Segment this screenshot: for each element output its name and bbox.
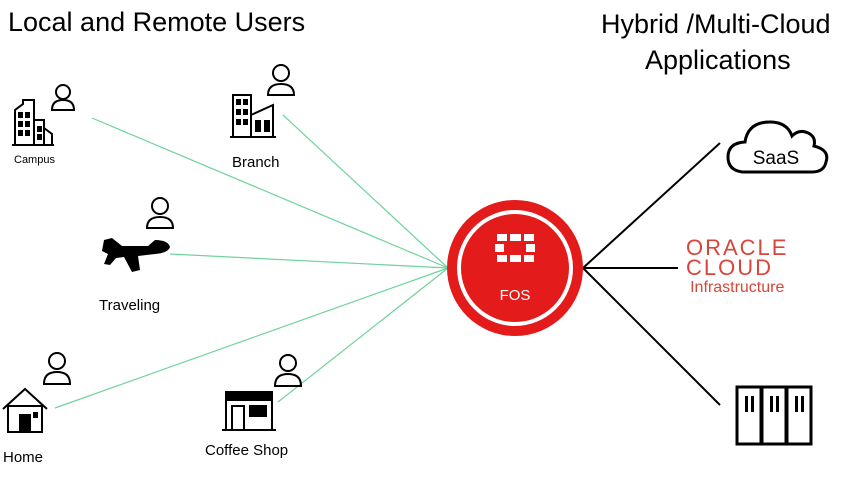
link-saas	[582, 142, 721, 269]
oracle-line1: ORACLE	[686, 235, 789, 260]
link-servers	[582, 267, 721, 406]
link-campus	[91, 117, 449, 269]
person-icon	[42, 352, 72, 385]
building-icon	[230, 94, 276, 138]
left-title: Local and Remote Users	[8, 7, 306, 37]
fos-hub[interactable]: FOS	[447, 200, 583, 336]
server-icon	[735, 385, 813, 446]
link-branch	[282, 114, 449, 269]
cloud-icon	[726, 120, 829, 174]
home-site	[2, 352, 72, 433]
traveling-site	[102, 197, 175, 272]
shop-icon	[222, 391, 276, 431]
campus-label: Campus	[14, 154, 55, 166]
person-icon	[266, 64, 296, 96]
link-traveling	[169, 253, 449, 269]
home-label: Home	[3, 449, 44, 466]
campus-site	[12, 84, 76, 146]
airplane-icon	[102, 238, 170, 272]
coffee-shop-label: Coffee Shop	[205, 442, 289, 459]
traveling-label: Traveling	[99, 297, 161, 314]
oracle-line2: CLOUD	[686, 255, 774, 280]
saas-cloud: SaaS	[726, 120, 829, 174]
hub-label: FOS	[500, 287, 531, 304]
oracle-line3: Infrastructure	[690, 279, 785, 296]
right-title-line1: Hybrid /Multi-Cloud	[601, 9, 831, 39]
person-icon	[50, 84, 76, 111]
house-icon	[2, 387, 48, 433]
coffee-shop-site	[222, 354, 303, 431]
branch-site	[230, 64, 296, 138]
fortinet-logo-icon	[495, 234, 535, 262]
user-links	[54, 114, 449, 409]
saas-label: SaaS	[753, 148, 799, 169]
link-home	[54, 267, 449, 409]
oracle-cloud-logo: ORACLE CLOUD Infrastructure	[686, 235, 789, 298]
branch-label: Branch	[232, 154, 280, 171]
person-icon	[273, 354, 303, 387]
building-icon	[12, 99, 54, 146]
right-title-line2: Applications	[645, 45, 791, 75]
link-coffee-shop	[277, 267, 449, 403]
app-links	[582, 142, 721, 406]
person-icon	[145, 197, 175, 229]
